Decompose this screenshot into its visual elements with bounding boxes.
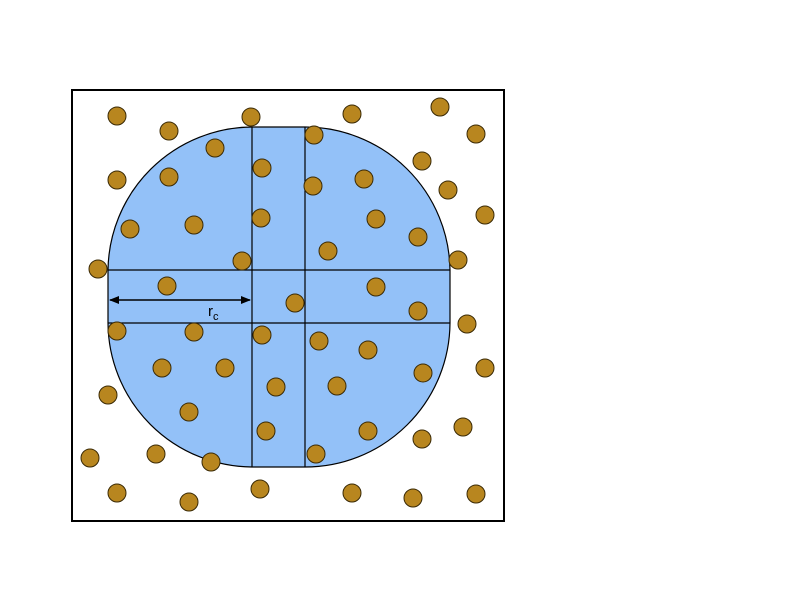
particle bbox=[466, 124, 486, 144]
particle bbox=[159, 121, 179, 141]
particle bbox=[412, 151, 432, 171]
particle bbox=[107, 170, 127, 190]
particle bbox=[318, 241, 338, 261]
particle bbox=[403, 488, 423, 508]
particle bbox=[304, 125, 324, 145]
particles-layer bbox=[80, 97, 495, 512]
particle bbox=[184, 322, 204, 342]
particle bbox=[184, 215, 204, 235]
particle bbox=[201, 452, 221, 472]
particle bbox=[256, 421, 276, 441]
particle bbox=[354, 169, 374, 189]
particle bbox=[366, 209, 386, 229]
particle bbox=[475, 205, 495, 225]
particle bbox=[215, 358, 235, 378]
particle bbox=[252, 158, 272, 178]
particle bbox=[413, 363, 433, 383]
particle bbox=[342, 104, 362, 124]
particle bbox=[251, 208, 271, 228]
particle bbox=[303, 176, 323, 196]
particle bbox=[159, 167, 179, 187]
particle bbox=[179, 402, 199, 422]
particle bbox=[408, 227, 428, 247]
particle bbox=[232, 251, 252, 271]
radius-label: rc bbox=[208, 303, 219, 323]
radius-label-main: r bbox=[208, 303, 213, 320]
particle bbox=[412, 429, 432, 449]
particle bbox=[107, 483, 127, 503]
particle bbox=[80, 448, 100, 468]
particle bbox=[107, 321, 127, 341]
particle bbox=[152, 358, 172, 378]
particle bbox=[205, 138, 225, 158]
particle bbox=[466, 484, 486, 504]
particle bbox=[146, 444, 166, 464]
particle bbox=[250, 479, 270, 499]
particle bbox=[358, 340, 378, 360]
particle bbox=[120, 219, 140, 239]
particle bbox=[107, 106, 127, 126]
particle bbox=[252, 325, 272, 345]
particle bbox=[157, 276, 177, 296]
particle bbox=[285, 293, 305, 313]
particle bbox=[266, 377, 286, 397]
particle bbox=[306, 444, 326, 464]
particle bbox=[475, 358, 495, 378]
particle bbox=[408, 301, 428, 321]
radius-label-subscript: c bbox=[213, 311, 219, 323]
particle bbox=[241, 107, 261, 127]
particle bbox=[309, 331, 329, 351]
particle bbox=[327, 376, 347, 396]
particle bbox=[453, 417, 473, 437]
particle bbox=[88, 259, 108, 279]
particle bbox=[438, 180, 458, 200]
particle bbox=[457, 314, 477, 334]
particle bbox=[98, 385, 118, 405]
particle bbox=[448, 250, 468, 270]
particle bbox=[430, 97, 450, 117]
particle bbox=[342, 483, 362, 503]
particle bbox=[366, 277, 386, 297]
cutoff-region bbox=[107, 126, 451, 468]
particle bbox=[179, 492, 199, 512]
particle bbox=[358, 421, 378, 441]
